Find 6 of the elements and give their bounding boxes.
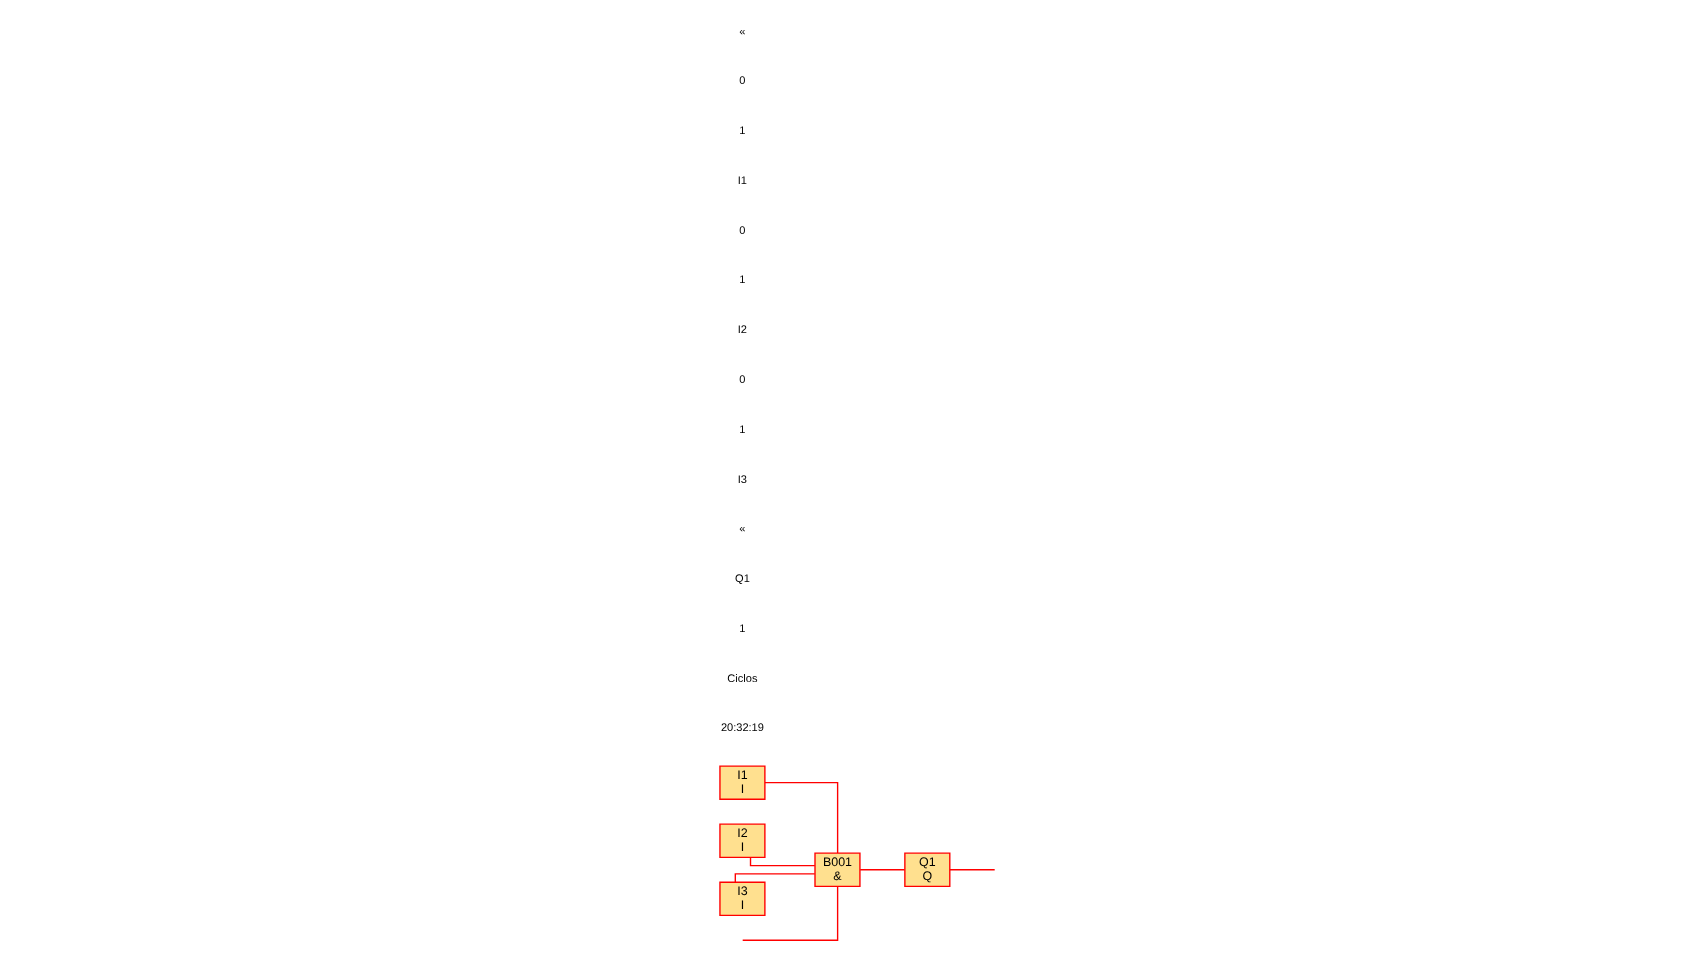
connector xyxy=(763,781,838,854)
connector xyxy=(858,869,905,871)
connector xyxy=(741,885,838,941)
connector xyxy=(948,869,995,871)
connector xyxy=(733,873,815,883)
connector xyxy=(748,856,815,867)
